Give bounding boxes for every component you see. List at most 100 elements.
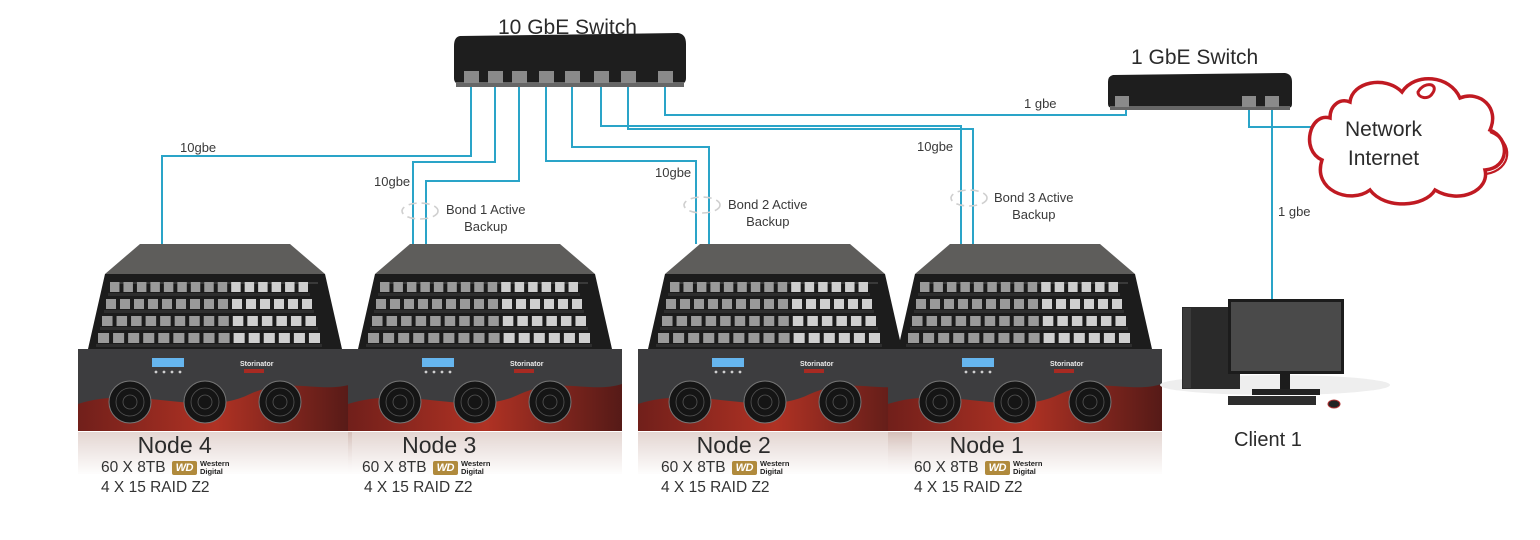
drive-bay (1057, 316, 1068, 326)
wd-name1: Western (460, 458, 491, 468)
drive-bay (683, 282, 693, 292)
drive-bay (737, 282, 747, 292)
drive-bay (865, 316, 876, 326)
drive-bay (764, 299, 774, 309)
wd-badge: WD (731, 460, 757, 475)
drive-bay (302, 299, 312, 309)
drive-bay (853, 333, 865, 343)
drive-bay (912, 316, 923, 326)
drive-bay (276, 316, 287, 326)
drive-bay (271, 282, 282, 292)
drive-bay (203, 333, 215, 343)
drive-bay (1098, 299, 1108, 309)
bond-1-ellipse (401, 202, 439, 220)
drive-bay (474, 299, 484, 309)
link-cloud (1248, 104, 1313, 128)
drive-bay (578, 333, 590, 343)
link-label-node2: 10gbe (655, 165, 692, 180)
drive-bay (260, 299, 270, 309)
drive-bay (1071, 316, 1083, 326)
link-label-uplink: 1 gbe (1024, 96, 1057, 111)
network-links (161, 83, 1313, 300)
node-2-raid: 4 X 15 RAID Z2 (661, 479, 770, 496)
drive-row-rail (370, 327, 588, 330)
drive-bay (404, 299, 414, 309)
drive-bay (838, 333, 850, 343)
drive-bay (676, 316, 688, 326)
drive-bay (514, 282, 525, 292)
drive-bay (298, 282, 308, 292)
drive-bay (190, 282, 201, 292)
drive-bay (285, 282, 295, 292)
drive-bay (401, 316, 412, 326)
drive-row-rail (96, 344, 322, 347)
drive-bay (933, 282, 943, 292)
link-node1-a (600, 83, 962, 244)
drive-bay (662, 316, 673, 326)
drive-bay (1115, 316, 1126, 326)
drive-bay (488, 316, 499, 326)
drive-bay (749, 316, 760, 326)
drive-bay (546, 316, 557, 326)
drive-bay (173, 333, 185, 343)
drive-bay (1013, 316, 1025, 326)
drive-bay (1086, 316, 1097, 326)
drive-bay (488, 333, 500, 343)
drive-bay (658, 333, 670, 343)
drive-bay (386, 316, 398, 326)
drive-bay (973, 282, 984, 292)
drive-bay (308, 333, 320, 343)
drive-bay (778, 316, 789, 326)
drive-bay (1068, 282, 1078, 292)
node-1-raid: 4 X 15 RAID Z2 (914, 479, 1023, 496)
drive-row-rail (104, 310, 314, 313)
drive-bay (691, 316, 702, 326)
drive-bay (162, 299, 172, 309)
drive-bay (393, 282, 403, 292)
drive-bay (792, 316, 804, 326)
drive-bay (733, 333, 745, 343)
drive-bay (531, 316, 543, 326)
drive-bay (413, 333, 425, 343)
bond-3-line2: Backup (1012, 207, 1056, 222)
drive-bay (158, 333, 170, 343)
switch-1gbe-label: 1 GbE Switch (1131, 46, 1259, 69)
drive-bay (188, 333, 200, 343)
drive-bay (987, 282, 997, 292)
link-node2-a (545, 83, 697, 244)
drive-bay (163, 282, 174, 292)
drive-bay (544, 299, 554, 309)
drive-bay (428, 333, 440, 343)
drive-row-rail (108, 293, 310, 296)
drive-bay (734, 316, 746, 326)
drive-row-rail (366, 344, 592, 347)
drive-bay (98, 333, 110, 343)
drive-bay (430, 316, 441, 326)
bond-1-label: Bond 1 Active Backup (446, 201, 526, 235)
drive-bay (680, 299, 690, 309)
drive-bay (821, 316, 833, 326)
drive-bay (1014, 282, 1024, 292)
drive-bay (764, 282, 774, 292)
drive-bay (261, 316, 273, 326)
switch-1gbe-ports (1115, 96, 1279, 107)
switch-1gbe (1108, 73, 1292, 110)
drive-bay (831, 282, 842, 292)
bond-2-line1: Bond 2 Active (728, 197, 808, 212)
drive-bay (460, 282, 471, 292)
drive-bay (777, 282, 788, 292)
drive-bay (1084, 299, 1094, 309)
drive-bay (998, 333, 1010, 343)
link-node1-b (627, 83, 974, 244)
bond-2-label: Bond 2 Active Backup (728, 196, 808, 230)
drive-row-rail (660, 327, 878, 330)
drive-bay (1043, 333, 1055, 343)
